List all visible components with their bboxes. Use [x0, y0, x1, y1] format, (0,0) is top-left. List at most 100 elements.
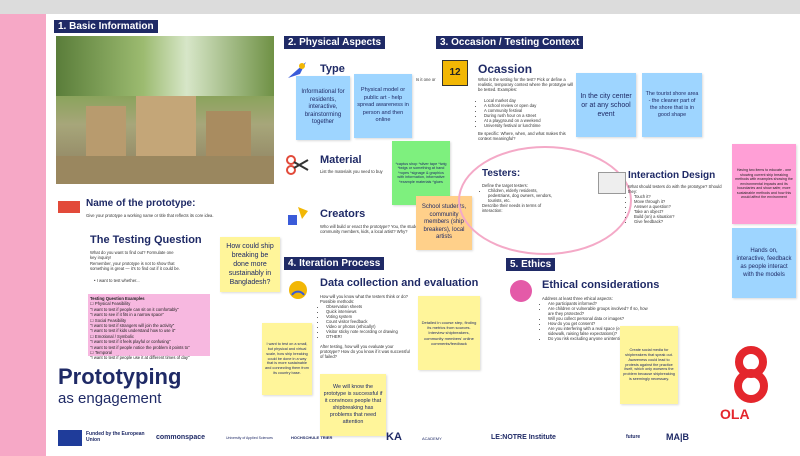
testing-example-line: "I want to test if people use it at diff… [90, 355, 190, 361]
testing-device-icon [598, 172, 626, 194]
testing-example-line: ☐ Temporal [90, 350, 113, 356]
occasion-example-item: A school review or open day [484, 103, 578, 108]
occasion-example-item: During rush hour on a street [484, 113, 578, 118]
testing-question-bullet: • I want to test whether... [94, 278, 140, 283]
data-method-item: Voting system [326, 314, 410, 319]
creators-prompt: Who will build or enact the prototype? Y… [320, 224, 432, 234]
eu-flag-icon [58, 430, 82, 446]
data-collection-title: Data collection and evaluation [320, 277, 479, 289]
sticky-city-center[interactable]: In the city center or at any school even… [576, 73, 636, 137]
ethical-item: Are participants informed? [548, 301, 652, 306]
canvas-board: 1. Basic Information Name of the prototy… [46, 14, 800, 456]
testing-example-line: ☐ Physical Feasibility [90, 301, 131, 307]
sticky-test-small-scale[interactable]: I want to test on a small, but physical … [262, 323, 312, 395]
sticky-type-physical-model[interactable]: Physical model or public art - help spre… [354, 74, 412, 138]
ethical-item: Are children or vulnerable groups involv… [548, 306, 652, 316]
testers-prompt-line-2: Describe their needs in terms of interac… [482, 203, 542, 213]
interaction-prompt: What should testers do with the prototyp… [628, 184, 728, 224]
interaction-example-item: Build (on) a situation? [634, 214, 728, 219]
data-collection-prompt-line: How will you know what the testers think… [320, 294, 408, 304]
testing-example-line: "I want to test if kids understand how t… [90, 328, 176, 334]
left-pink-band [0, 14, 46, 456]
sticky-success-criteria[interactable]: We will know the prototype is successful… [320, 374, 386, 436]
sticky-data-detail[interactable]: Detailed in course step, finding its met… [418, 296, 480, 370]
hochschule-trier-logo: HOCHSCHULE TRIER [291, 435, 333, 440]
testing-example-line: "I want to see if it fits in a narrow sp… [90, 312, 164, 318]
prototype-name-prompt: Give your prototype a working name or ti… [86, 213, 214, 218]
ethical-prompt-line: Address at least three ethical aspects: [542, 296, 613, 301]
commonspace-logo: commonspace [156, 434, 206, 441]
browser-top-bar [0, 0, 800, 15]
ethical-item: How do you get consent? [548, 321, 652, 326]
material-prompt: List the materials you need to buy [320, 169, 383, 174]
occasion-prompt: What is the setting for the test? Pick o… [478, 77, 574, 92]
testing-example-line: "I want to test if it feels playful or c… [90, 339, 171, 345]
sticky-material-list[interactable]: *captus shop *silver tape *twig *twigs o… [392, 141, 450, 205]
data-method-item: OTHER! [326, 334, 410, 339]
university-logo: University of Applied Sciences [226, 436, 273, 440]
section-basic-information: 1. Basic Information [54, 20, 158, 33]
material-title: Material [320, 154, 362, 166]
data-collection-icon [286, 279, 310, 301]
calendar-icon: 12 [442, 60, 468, 86]
interaction-example-item: Move through it? [634, 199, 728, 204]
occasion-example-item: A community festival [484, 108, 578, 113]
testers-ellipse [458, 146, 632, 255]
occasion-title: Ocassion [478, 62, 533, 76]
academy-logo: ACADEMY [422, 436, 442, 441]
type-rocket-icon [286, 60, 310, 80]
future-logo: future [626, 434, 641, 440]
data-method-item: Count visitor feedback [326, 319, 410, 324]
testers-title: Testers: [482, 168, 521, 179]
sticky-type-informational[interactable]: Informational for residents, interactive… [296, 76, 350, 140]
testers-prompt-line: Define the target testers: [482, 183, 528, 188]
type-prompt: Is it one or [416, 77, 436, 82]
testing-examples-box: Testing Question Examples ☐ Physical Fea… [88, 294, 210, 360]
interaction-example-item: Give feedback? [634, 219, 728, 224]
interaction-design-title: Interaction Design [628, 170, 716, 181]
ka-logo: KA [386, 431, 402, 443]
testing-question-title: The Testing Question [90, 234, 202, 246]
testing-example-line: ☐ Emotional / Symbolic [90, 333, 135, 339]
occasion-example-item: Local market day [484, 98, 578, 103]
data-collection-prompt: How will you know what the testers think… [320, 294, 410, 339]
type-title: Type [320, 63, 345, 75]
data-method-item: Observation sheets [326, 304, 410, 309]
occasion-examples: Local market day A school review or open… [478, 98, 578, 128]
mab-logo: MA|B [666, 432, 690, 442]
prototyping-title: Prototyping [58, 364, 182, 389]
lenotre-logo: LE:NOTRE Institute [491, 434, 556, 441]
ethical-prompt: Address at least three ethical aspects: … [542, 296, 652, 341]
interaction-example-item: Take an object? [634, 209, 728, 214]
creators-brush-icon [286, 205, 310, 227]
sticky-ethics-social-media[interactable]: Create social media for shipbreakers tha… [620, 326, 678, 404]
data-collection-prompt-2: After testing, how will you evaluate you… [320, 344, 410, 359]
interaction-example-item: Touch it? [634, 194, 728, 199]
data-method-item: Quick interviews [326, 309, 410, 314]
ola-logo-text: OLA [720, 406, 750, 422]
data-method-item: Visitor sticky note recording or drawing [326, 329, 410, 334]
occasion-example-item: At a playground on a weekend [484, 118, 578, 123]
sticky-tourist-shore[interactable]: The tourist shore area - the cleaner par… [642, 73, 702, 137]
data-method-item: Video or photos (ethically!) [326, 324, 410, 329]
ethical-item: Will you collect personal data or images… [548, 316, 652, 321]
section-ethics: 5. Ethics [506, 258, 556, 271]
testers-prompt: Define the target testers: Children, eld… [482, 183, 557, 213]
interaction-prompt-line: What should testers do with the prototyp… [628, 184, 722, 194]
occasion-example-item: University festival or lunchtime [484, 123, 578, 128]
sticky-ship-breaking[interactable]: How could ship breaking be done more sus… [220, 237, 280, 292]
section-iteration-process: 4. Iteration Process [284, 257, 385, 270]
section-occasion-testing-context: 3. Occasion / Testing Context [436, 36, 584, 49]
prototype-name-title: Name of the prototype: [86, 198, 196, 209]
sticky-interaction-two-items[interactable]: Having two items to educate - one showin… [732, 144, 796, 224]
testing-question-note: Remember, your prototype is not to show … [90, 261, 181, 271]
testing-examples-title: Testing Question Examples [90, 296, 145, 301]
ethical-item: Are you interfering with a real space (e… [548, 326, 652, 336]
testers-example-item: Children, elderly residents, pedestrians… [488, 188, 557, 203]
prototype-photo [56, 36, 274, 184]
material-scissors-icon [286, 155, 310, 175]
ethical-considerations-title: Ethical considerations [542, 279, 660, 291]
sticky-hands-on[interactable]: Hands on, interactive, feedback as peopl… [732, 228, 796, 298]
ethical-item: Do you risk excluding anyone unintention… [548, 336, 652, 341]
ola-logo-mark [726, 344, 776, 404]
